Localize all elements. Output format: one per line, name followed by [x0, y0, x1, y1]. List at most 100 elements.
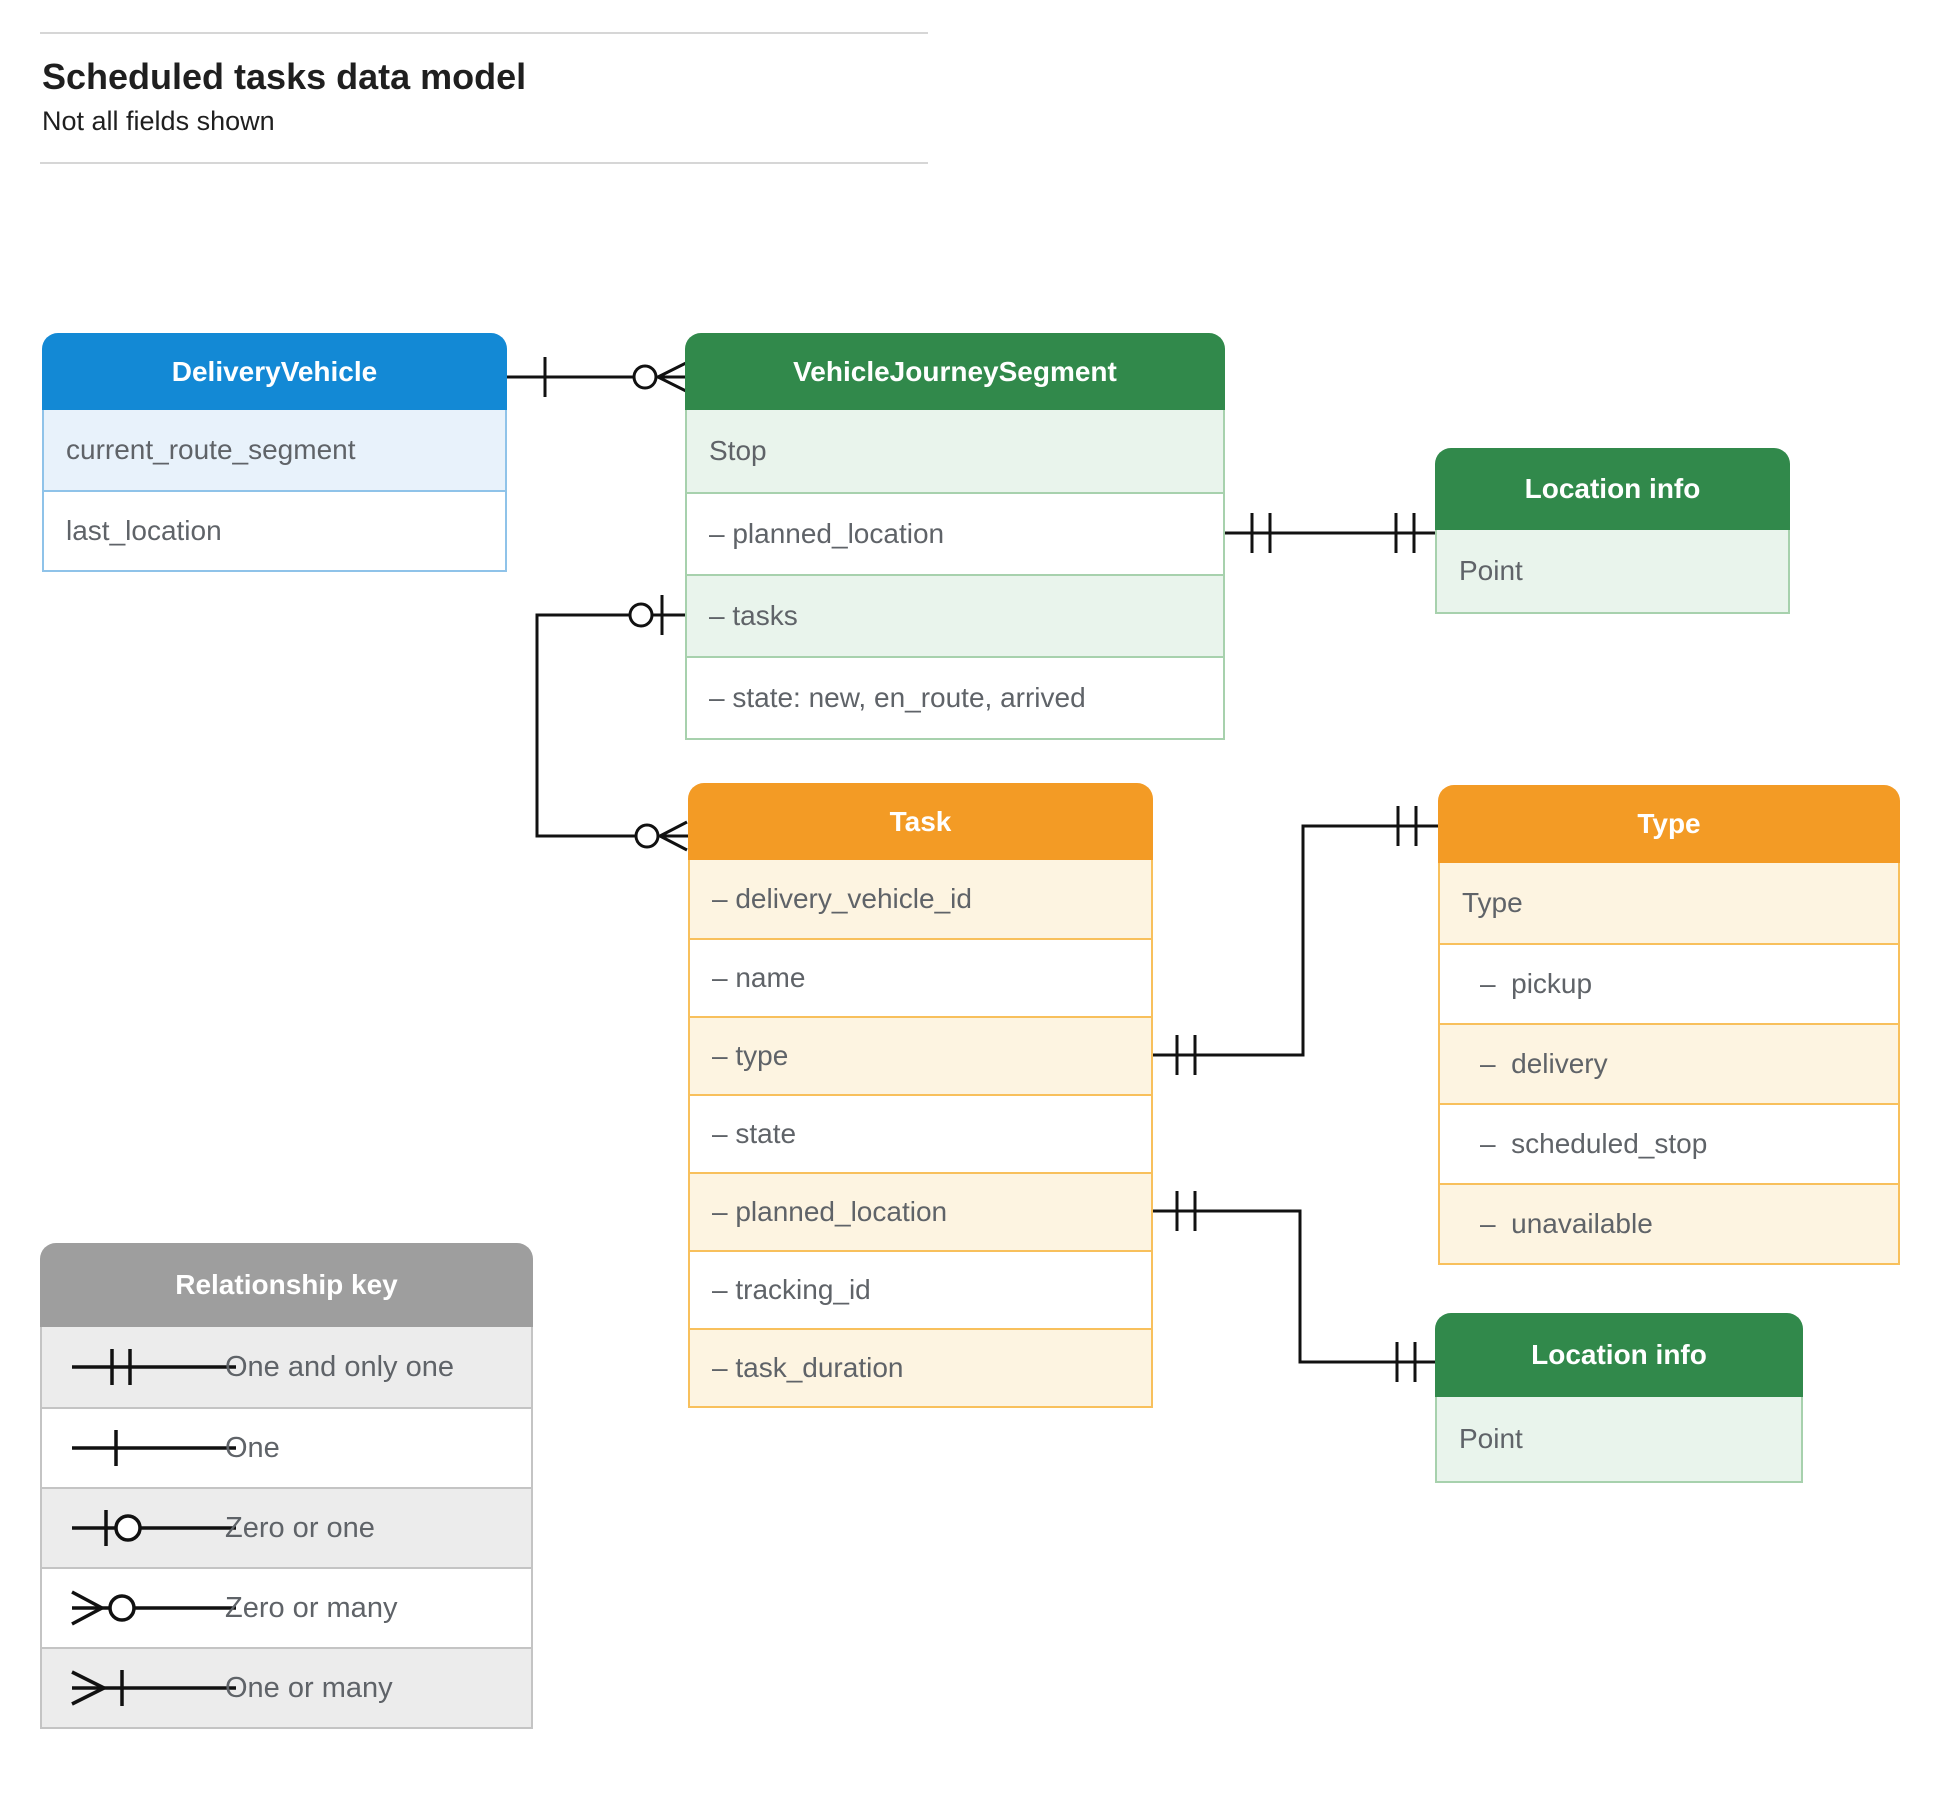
legend-label: One — [225, 1431, 280, 1464]
page-subtitle: Not all fields shown — [42, 106, 275, 136]
field-row: – delivery — [1440, 1023, 1898, 1103]
field-row: Stop — [687, 410, 1223, 492]
zero-circle-marker — [632, 364, 658, 390]
connector-segment-locationinfo-top — [1225, 513, 1435, 553]
one-and-only-one-marker — [1395, 1342, 1417, 1382]
entity-title: Type — [1637, 808, 1701, 839]
entity-body: current_route_segment last_location — [42, 410, 507, 572]
field-row: – unavailable — [1440, 1183, 1898, 1263]
one-and-only-one-marker — [1250, 513, 1272, 553]
connector-task-type — [1153, 806, 1438, 1075]
field-label: Point — [1459, 555, 1523, 586]
entity-title: VehicleJourneySegment — [793, 355, 1117, 387]
field-label: – task_duration — [712, 1352, 904, 1383]
one-and-only-one-marker — [1175, 1035, 1197, 1075]
field-label: Type — [1462, 887, 1523, 918]
one-and-only-one-marker — [1394, 513, 1416, 553]
entity-title: Task — [889, 805, 952, 837]
field-row: – scheduled_stop — [1440, 1103, 1898, 1183]
legend-header: Relationship key — [40, 1243, 533, 1327]
field-label: – state: new, en_route, arrived — [709, 682, 1086, 713]
entity-vehicle-journey-segment: VehicleJourneySegment Stop – planned_loc… — [685, 333, 1225, 740]
field-row: – state — [690, 1094, 1151, 1172]
entity-header: Type — [1438, 785, 1900, 863]
legend-item: One and only one — [42, 1327, 531, 1407]
entity-type: Type Type – pickup – delivery – schedule… — [1438, 785, 1900, 1265]
field-row: – pickup — [1440, 943, 1898, 1023]
legend-item: One — [42, 1407, 531, 1487]
entity-location-info-top: Location info Point — [1435, 448, 1790, 614]
field-label: – planned_location — [712, 1196, 948, 1227]
field-label: – unavailable — [1480, 1208, 1653, 1239]
field-label: – delivery — [1480, 1048, 1608, 1079]
top-divider — [40, 32, 928, 34]
zero-or-many-icon — [71, 1590, 236, 1626]
field-row: – type — [690, 1016, 1151, 1094]
field-row: – state: new, en_route, arrived — [687, 656, 1223, 738]
legend-item: One or many — [42, 1647, 531, 1727]
field-row: – planned_location — [687, 492, 1223, 574]
field-label: Stop — [709, 435, 767, 466]
relationship-key-legend: Relationship key One and only one One Ze… — [40, 1243, 533, 1729]
field-label: – tracking_id — [712, 1274, 871, 1305]
entity-title: Location info — [1531, 1339, 1707, 1370]
title-bottom-divider — [40, 162, 928, 164]
zero-or-one-icon — [72, 1510, 236, 1546]
legend-label: One or many — [225, 1671, 393, 1704]
legend-body: One and only one One Zero or one Zero or… — [40, 1327, 533, 1729]
crow-foot-marker — [657, 361, 687, 393]
field-row: – name — [690, 938, 1151, 1016]
field-row: Point — [1437, 1397, 1801, 1481]
entity-body: Point — [1435, 1397, 1803, 1483]
field-row: – tasks — [687, 574, 1223, 656]
field-row: Point — [1437, 530, 1788, 612]
field-label: Point — [1459, 1423, 1523, 1454]
entity-title: Location info — [1524, 473, 1701, 504]
field-label: – pickup — [1480, 968, 1593, 999]
zero-circle-marker — [628, 602, 654, 628]
field-row: current_route_segment — [44, 410, 505, 490]
field-label: – state — [712, 1118, 797, 1149]
one-and-only-one-marker — [1396, 806, 1418, 846]
field-label: current_route_segment — [66, 434, 356, 465]
legend-title: Relationship key — [175, 1269, 398, 1300]
field-label: – planned_location — [709, 518, 945, 549]
one-and-only-one-marker — [1175, 1191, 1197, 1231]
legend-label: Zero or many — [225, 1591, 398, 1624]
legend-item: Zero or one — [42, 1487, 531, 1567]
field-label: – scheduled_stop — [1480, 1128, 1708, 1159]
entity-title: DeliveryVehicle — [171, 355, 378, 387]
entity-header: VehicleJourneySegment — [685, 333, 1225, 410]
entity-header: Location info — [1435, 1313, 1803, 1397]
field-row: last_location — [44, 490, 505, 570]
field-row: – planned_location — [690, 1172, 1151, 1250]
field-label: – type — [712, 1040, 789, 1071]
one-and-only-one-icon — [72, 1349, 236, 1385]
connector-task-locationinfo-bottom — [1153, 1191, 1435, 1382]
field-label: – name — [712, 962, 806, 993]
field-row: Type — [1440, 863, 1898, 943]
entity-body: – delivery_vehicle_id – name – type – st… — [688, 860, 1153, 1408]
connector-deliveryvehicle-vehiclejourneysegment — [507, 357, 687, 397]
zero-circle-marker — [634, 823, 660, 849]
entity-body: Type – pickup – delivery – scheduled_sto… — [1438, 863, 1900, 1265]
legend-item: Zero or many — [42, 1567, 531, 1647]
field-row: – tracking_id — [690, 1250, 1151, 1328]
legend-label: Zero or one — [225, 1511, 375, 1544]
legend-label: One and only one — [225, 1350, 454, 1383]
entity-task: Task – delivery_vehicle_id – name – type… — [688, 783, 1153, 1408]
entity-delivery-vehicle: DeliveryVehicle current_route_segment la… — [42, 333, 507, 572]
entity-header: Location info — [1435, 448, 1790, 530]
field-row: – delivery_vehicle_id — [690, 860, 1151, 938]
entity-body: Point — [1435, 530, 1790, 614]
entity-header: DeliveryVehicle — [42, 333, 507, 410]
crow-foot-marker — [659, 820, 688, 852]
entity-header: Task — [688, 783, 1153, 860]
one-or-many-icon — [71, 1670, 236, 1706]
field-row: – task_duration — [690, 1328, 1151, 1406]
entity-body: Stop – planned_location – tasks – state:… — [685, 410, 1225, 740]
one-icon — [72, 1430, 236, 1466]
field-label: last_location — [66, 515, 222, 546]
connector-segment-task — [535, 595, 688, 852]
